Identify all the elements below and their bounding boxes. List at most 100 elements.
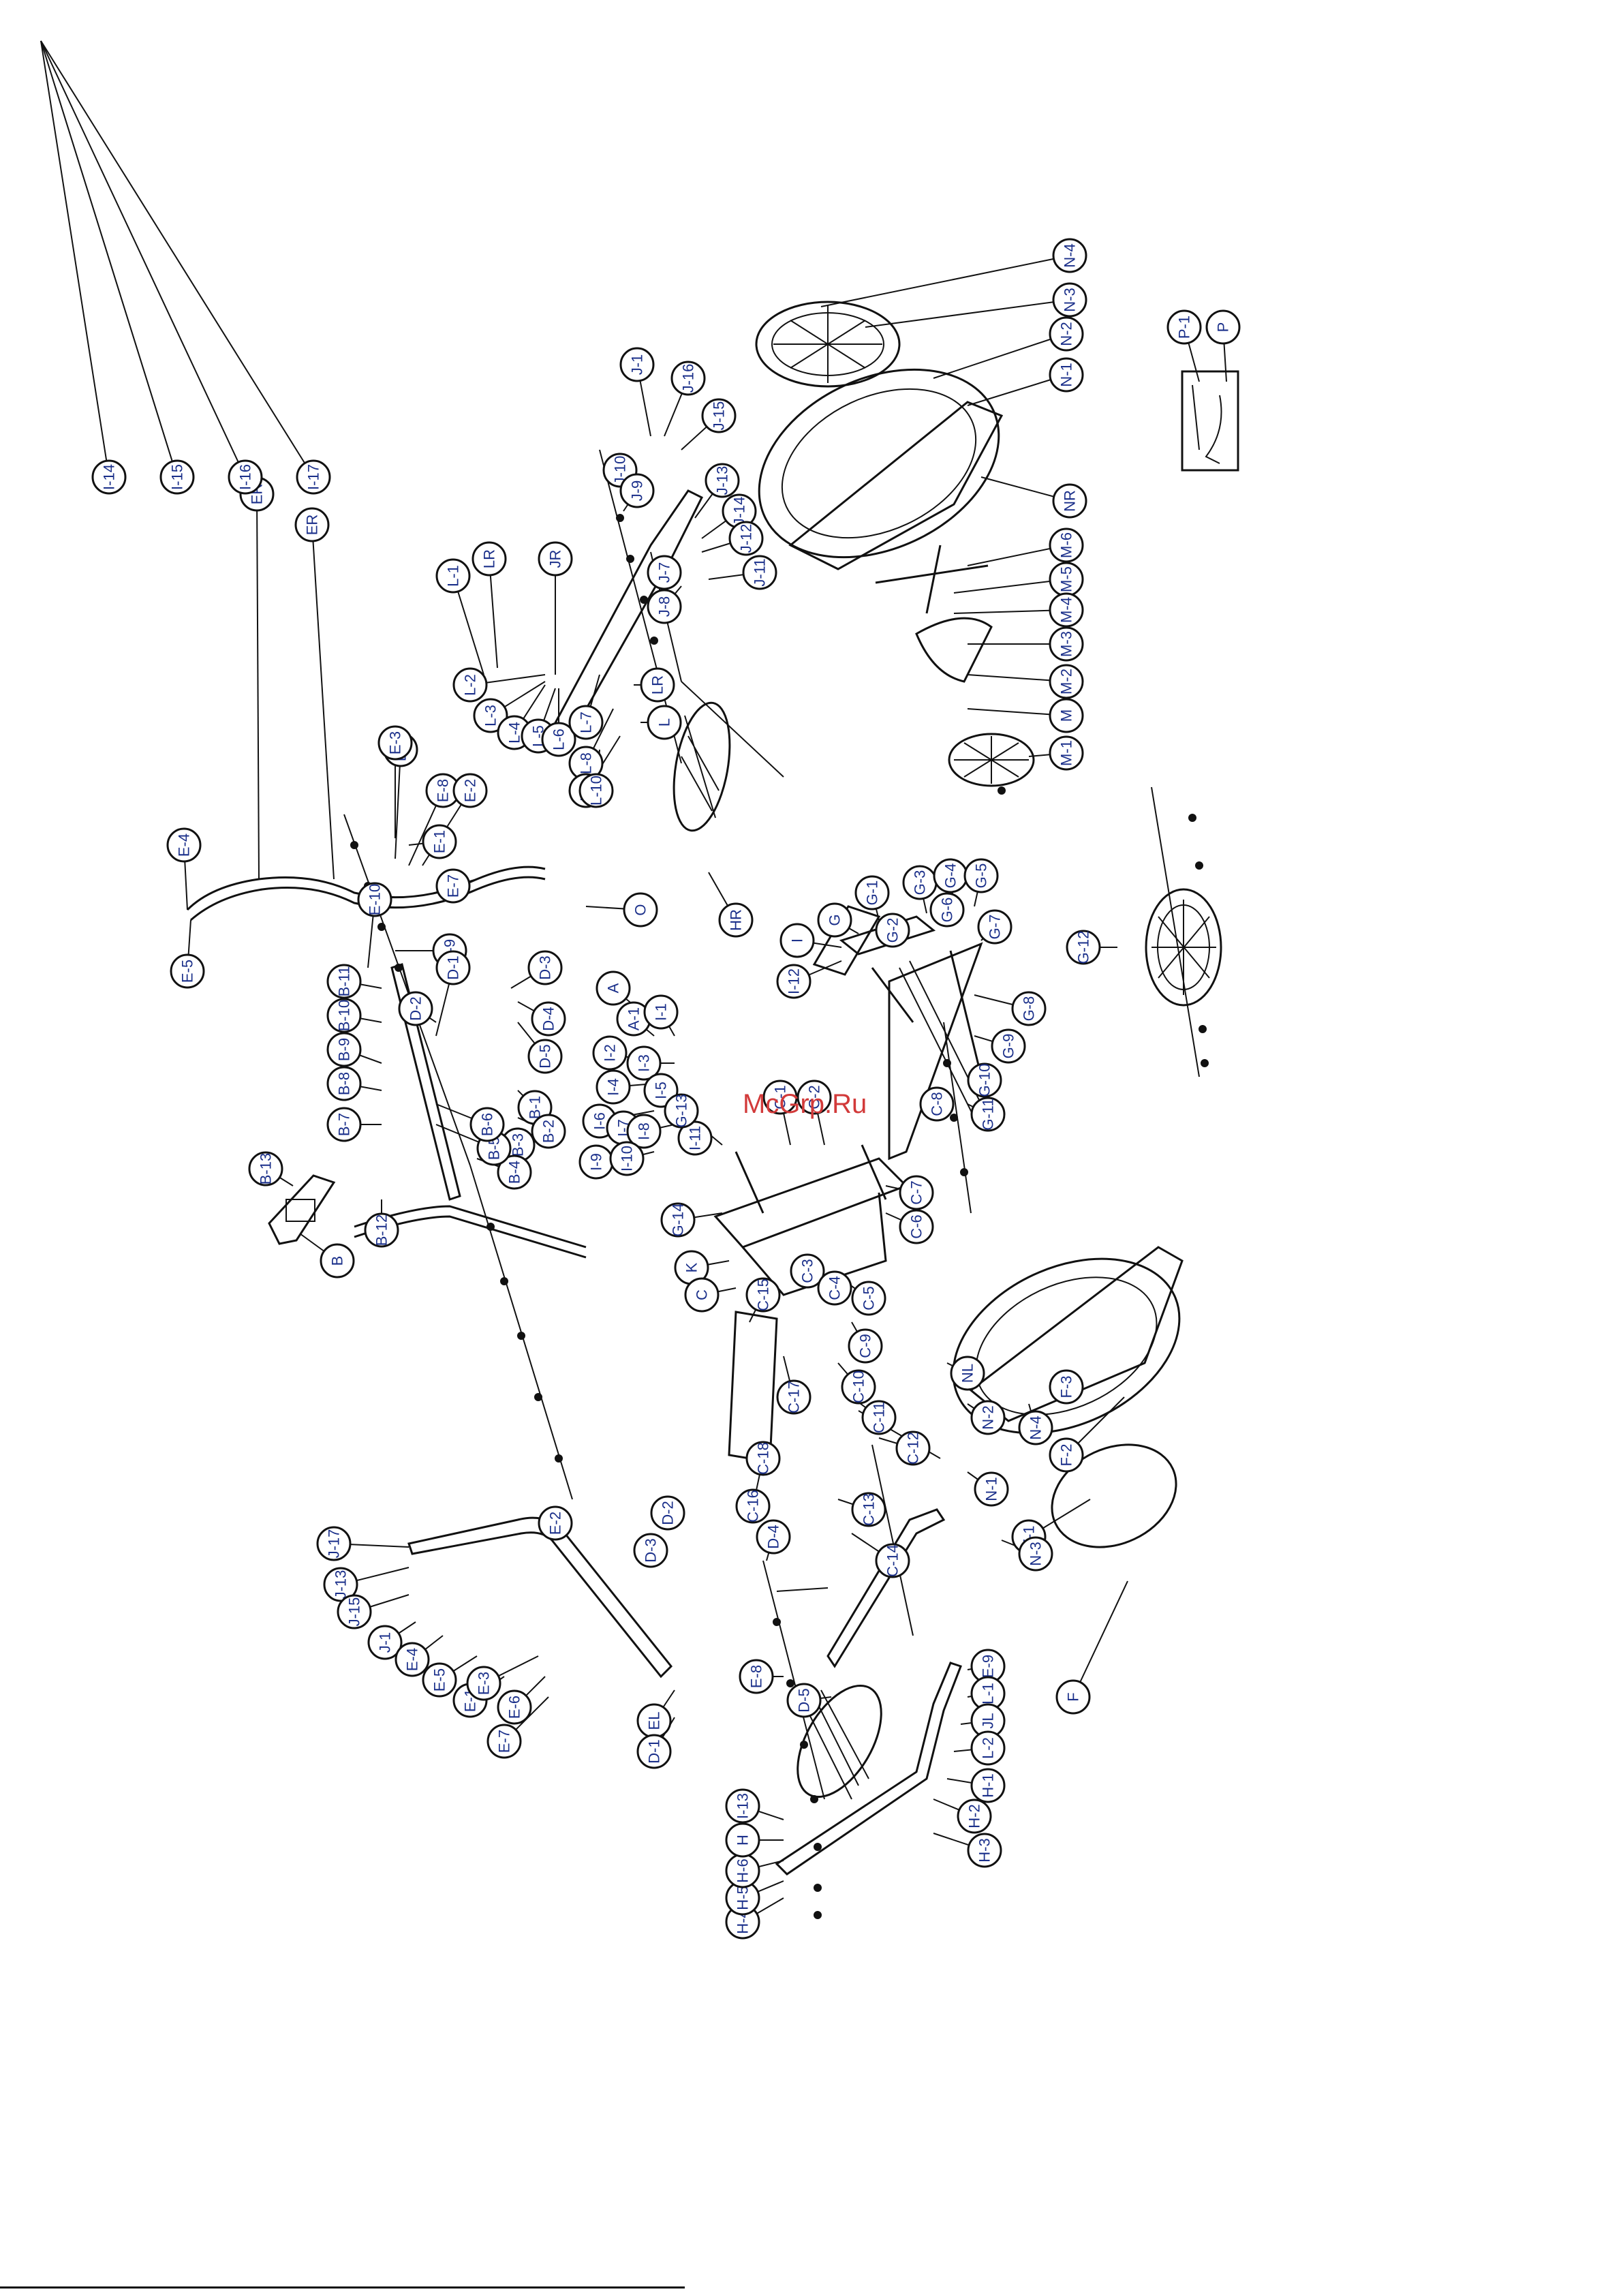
callout-bubble bbox=[538, 1505, 573, 1541]
part-callout: C-16 bbox=[735, 1488, 771, 1524]
callout-bubble bbox=[970, 1768, 1006, 1803]
callout-label: I-6 bbox=[591, 1112, 608, 1130]
callout-bubble bbox=[1049, 735, 1084, 771]
callout-label: N-2 bbox=[980, 1405, 997, 1429]
callout-bubble bbox=[776, 1379, 812, 1415]
callout-label: C-6 bbox=[908, 1214, 925, 1238]
part-callout: F-2 bbox=[1049, 1437, 1084, 1473]
callout-label: C-17 bbox=[786, 1381, 803, 1413]
part-callout: HR bbox=[718, 902, 754, 938]
callout-bubble bbox=[531, 1001, 566, 1037]
part-callout: I bbox=[779, 923, 815, 958]
callout-label: J-16 bbox=[680, 364, 697, 393]
callout-bubble bbox=[725, 1788, 760, 1824]
callout-label: G-7 bbox=[987, 915, 1004, 940]
part-callout: H bbox=[725, 1822, 760, 1858]
callout-bubble bbox=[166, 827, 202, 863]
part-callout: I-13 bbox=[725, 1788, 760, 1824]
callout-label: C-8 bbox=[929, 1092, 946, 1116]
callout-bubble bbox=[170, 953, 205, 989]
callout-label: M-6 bbox=[1058, 532, 1075, 558]
callout-bubble bbox=[643, 994, 679, 1030]
callout-label: JL bbox=[980, 1713, 997, 1728]
callout-label: B-9 bbox=[336, 1038, 353, 1061]
callout-label: H-5 bbox=[735, 1886, 752, 1910]
callout-bubble bbox=[326, 1032, 362, 1067]
part-callout: E-1 bbox=[422, 824, 457, 859]
part-callout: I-2 bbox=[592, 1035, 628, 1071]
callout-bubble bbox=[91, 459, 127, 495]
callout-label: D-4 bbox=[765, 1525, 782, 1548]
part-callout: G-6 bbox=[929, 892, 965, 928]
callout-leader bbox=[40, 40, 246, 478]
callout-label: C bbox=[694, 1289, 711, 1300]
callout-bubble bbox=[745, 1441, 781, 1476]
callout-label: E-7 bbox=[445, 874, 462, 898]
callout-bubble bbox=[326, 998, 362, 1033]
callout-label: D-3 bbox=[537, 955, 554, 979]
callout-leader bbox=[395, 749, 401, 859]
callout-label: C-5 bbox=[861, 1286, 878, 1310]
callout-bubble bbox=[899, 1209, 934, 1244]
part-callout: C-10 bbox=[841, 1369, 876, 1405]
callout-bubble bbox=[647, 589, 682, 624]
callout-bubble bbox=[248, 1151, 283, 1187]
part-callout: I-6 bbox=[582, 1103, 617, 1139]
callout-bubble bbox=[294, 507, 330, 542]
callout-label: H bbox=[735, 1835, 752, 1846]
callout-label: G-13 bbox=[673, 1095, 690, 1128]
callout-label: E-4 bbox=[404, 1648, 421, 1671]
callout-label: M-4 bbox=[1058, 597, 1075, 623]
callout-leader bbox=[820, 255, 1070, 307]
part-callout: I-12 bbox=[776, 964, 812, 999]
callout-label: I-9 bbox=[588, 1153, 605, 1171]
callout-label: E-2 bbox=[462, 779, 479, 802]
callout-label: I-15 bbox=[169, 464, 186, 490]
callout-bubble bbox=[357, 882, 392, 917]
callout-bubble bbox=[970, 1097, 1006, 1132]
callout-label: B-7 bbox=[336, 1113, 353, 1136]
callout-bubble bbox=[762, 1080, 798, 1115]
callout-label: G-14 bbox=[670, 1204, 687, 1237]
callout-bubble bbox=[452, 667, 488, 703]
part-callout: B-8 bbox=[326, 1066, 362, 1101]
callout-label: H-6 bbox=[735, 1858, 752, 1882]
callout-label: G bbox=[826, 914, 844, 925]
callout-bubble bbox=[1049, 357, 1084, 393]
callout-bubble bbox=[854, 875, 890, 910]
part-callout: G bbox=[817, 902, 852, 938]
callout-bubble bbox=[745, 1277, 781, 1313]
callout-bubble bbox=[435, 950, 471, 985]
callout-bubble bbox=[466, 1666, 501, 1701]
callout-bubble bbox=[527, 1039, 563, 1074]
callout-label: E-8 bbox=[748, 1665, 765, 1688]
part-callout: B-6 bbox=[469, 1107, 505, 1142]
callout-bubble bbox=[929, 892, 965, 928]
callout-label: J-9 bbox=[629, 480, 646, 502]
part-callout: E-5 bbox=[422, 1662, 457, 1698]
callout-label: M bbox=[1058, 709, 1075, 722]
callout-bubble bbox=[1166, 309, 1202, 345]
callout-label: B-3 bbox=[510, 1133, 527, 1157]
callout-label: G-3 bbox=[912, 870, 929, 896]
callout-label: D-1 bbox=[445, 955, 462, 979]
callout-bubble bbox=[541, 722, 576, 757]
callout-bubble bbox=[967, 1833, 1002, 1868]
callout-bubble bbox=[776, 964, 812, 999]
part-callout: J-16 bbox=[670, 361, 706, 396]
callout-label: G-12 bbox=[1075, 931, 1092, 964]
callout-bubble bbox=[395, 1642, 430, 1677]
callout-bubble bbox=[1049, 592, 1084, 628]
part-callout: O bbox=[623, 892, 658, 928]
part-callout: M-5 bbox=[1049, 562, 1084, 597]
callout-label: P-1 bbox=[1176, 316, 1193, 339]
part-callout: N-1 bbox=[1049, 357, 1084, 393]
callout-bubble bbox=[633, 1533, 668, 1568]
part-callout: G-2 bbox=[875, 913, 910, 948]
callout-label: L-1 bbox=[980, 1683, 997, 1704]
callout-bubble bbox=[596, 970, 631, 1006]
callout-label: C-10 bbox=[850, 1371, 867, 1403]
callout-label: B-4 bbox=[506, 1161, 523, 1184]
part-callout: D-5 bbox=[527, 1039, 563, 1074]
callout-label: I-11 bbox=[687, 1126, 704, 1150]
